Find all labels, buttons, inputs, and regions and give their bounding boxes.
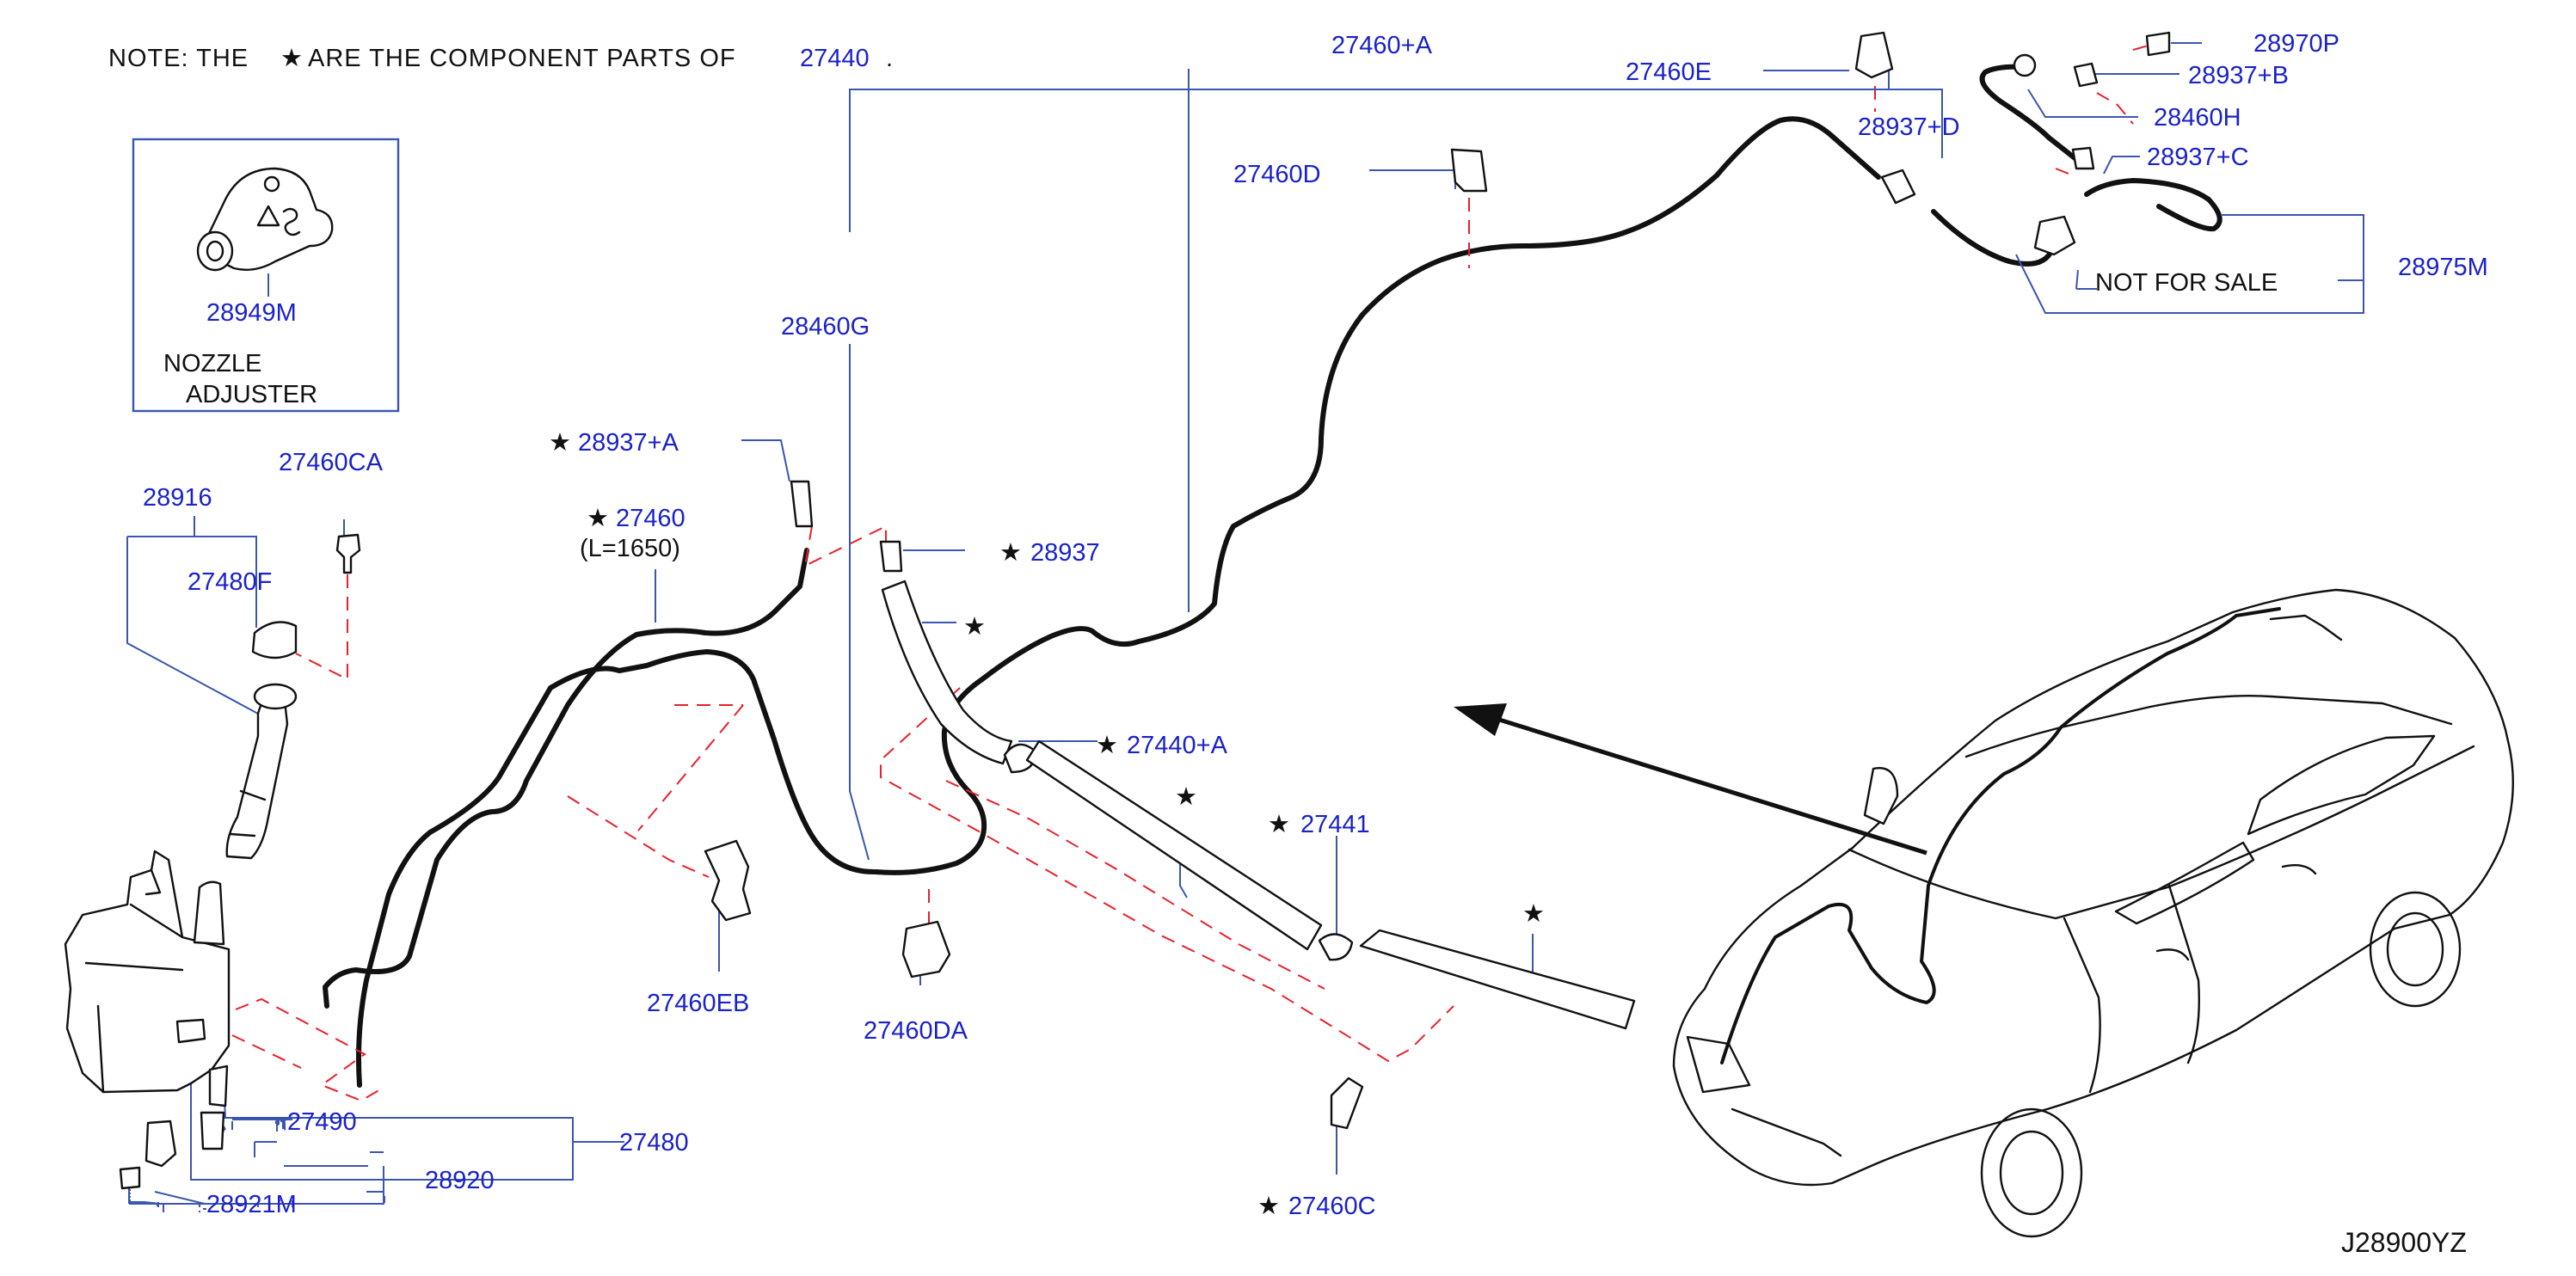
part-label-28937-plus-b[interactable]: 28937+B: [2188, 62, 2289, 89]
hose-28975m-loop: [2084, 178, 2222, 232]
clip-27460e: [1854, 31, 1894, 79]
washer-hoses: [323, 64, 2222, 1088]
hose-27460: [323, 548, 809, 1009]
not-for-sale-label: NOT FOR SALE: [2095, 269, 2278, 297]
part-label-27460d[interactable]: 27460D: [1233, 161, 1321, 188]
part-label-28937-plus-c[interactable]: 28937+C: [2147, 144, 2249, 171]
part-label-28460h[interactable]: 28460H: [2154, 104, 2241, 132]
part-label-27460e[interactable]: 27460E: [1626, 58, 1712, 86]
header-note: NOTE: THE ★ ARE THE COMPONENT PARTS OF 2…: [108, 45, 894, 72]
hose-28460g: [873, 116, 1881, 875]
note-suffix: .: [886, 45, 894, 72]
star-spray-bar-middle: ★: [1175, 783, 1197, 811]
assembly-guides: [231, 40, 2165, 1102]
part-label-28920[interactable]: 28920: [425, 1167, 495, 1194]
part-label-28937-plus-d[interactable]: 28937+D: [1858, 113, 1960, 141]
part-label-27460da[interactable]: 27460DA: [864, 1017, 968, 1045]
part-label-27460eb[interactable]: 27460EB: [647, 990, 749, 1017]
spray-bar-27440: [881, 580, 1636, 1030]
hose-to-tee: [356, 649, 876, 1088]
nozzle-28937-a: [790, 480, 814, 528]
washer-tank-assembly: [64, 850, 231, 1107]
star-27460c: ★: [1257, 1193, 1280, 1220]
star-28937-plus-a: ★: [549, 429, 571, 457]
note-prefix: NOTE: THE: [108, 45, 249, 72]
hose-upper-right: [1931, 209, 2055, 267]
star-27441: ★: [1268, 811, 1290, 838]
leader-lines: [123, 42, 2364, 1212]
star-spray-bar: ★: [963, 613, 986, 641]
clip-27460eb: [704, 839, 752, 922]
note-star: ★: [280, 45, 304, 72]
nozzle-28937: [879, 540, 903, 573]
part-label-28921m[interactable]: 28921M: [206, 1191, 297, 1218]
note-part-number[interactable]: 27440: [800, 45, 870, 72]
star-28937: ★: [999, 539, 1022, 567]
hose-length-note: (L=1650): [580, 535, 680, 562]
clip-27460c: [1330, 1077, 1364, 1130]
part-label-27460c[interactable]: 27460C: [1288, 1193, 1376, 1220]
star-spray-bar-right: ★: [1522, 900, 1545, 928]
clip-27460ca: [335, 533, 361, 574]
check-valve-28937-d: [1880, 169, 1916, 205]
clip-27460da: [901, 920, 951, 978]
part-label-27490[interactable]: 27490: [287, 1108, 357, 1136]
part-label-27460[interactable]: 27460: [616, 505, 685, 532]
note-middle: ARE THE COMPONENT PARTS OF: [308, 45, 736, 72]
filler-neck-28916: [225, 683, 298, 860]
fittings-upper-right: [2013, 31, 2171, 256]
star-27440-plus-a: ★: [1096, 732, 1118, 759]
part-label-27480f[interactable]: 27480F: [188, 568, 272, 596]
part-label-27460ca[interactable]: 27460CA: [279, 449, 384, 476]
grommet-27490: [200, 1111, 225, 1150]
hose-28460h: [1979, 64, 2084, 166]
nozzle-adjuster-illustration: [196, 167, 334, 297]
filler-cap-27480f: [251, 621, 298, 659]
inset-caption-line2: ADJUSTER: [186, 381, 317, 408]
vehicle-outline: [1672, 588, 2514, 1238]
part-label-27440-plus-a[interactable]: 27440+A: [1127, 732, 1228, 759]
part-label-27460-plus-a[interactable]: 27460+A: [1331, 32, 1433, 59]
nozzle-adjuster-inset: 28949M NOZZLE ADJUSTER: [132, 138, 400, 413]
part-label-27480[interactable]: 27480: [619, 1129, 689, 1156]
star-27460: ★: [587, 505, 609, 532]
part-labels: 27460+A 27460E 28970P 28937+B 28937+D 28…: [143, 30, 2488, 1220]
part-label-28970p[interactable]: 28970P: [2253, 30, 2339, 58]
inset-frame: [132, 138, 400, 413]
part-label-28949m[interactable]: 28949M: [206, 299, 297, 327]
part-label-28937[interactable]: 28937: [1030, 539, 1100, 567]
part-label-28460g[interactable]: 28460G: [781, 313, 870, 340]
inset-caption-line1: NOZZLE: [163, 350, 261, 377]
drawing-id: J28900YZ: [2341, 1227, 2467, 1258]
direction-arrow: [1454, 703, 1927, 856]
part-label-27441[interactable]: 27441: [1300, 811, 1370, 838]
part-label-28937-plus-a[interactable]: 28937+A: [578, 429, 679, 457]
part-label-28916[interactable]: 28916: [143, 484, 212, 512]
pump-28920: [119, 1120, 177, 1190]
part-label-28975m[interactable]: 28975M: [2398, 254, 2488, 281]
clip-27460d: [1450, 148, 1488, 193]
